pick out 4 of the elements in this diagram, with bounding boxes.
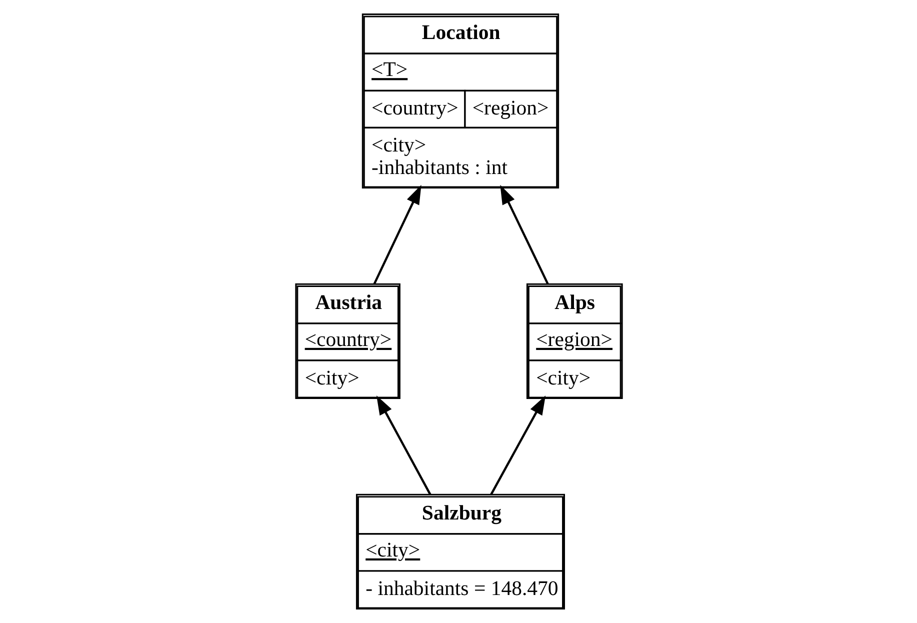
arrow bbox=[372, 184, 421, 285]
arrow bbox=[500, 184, 548, 285]
arrow bbox=[376, 395, 431, 496]
arrow bbox=[490, 395, 546, 496]
